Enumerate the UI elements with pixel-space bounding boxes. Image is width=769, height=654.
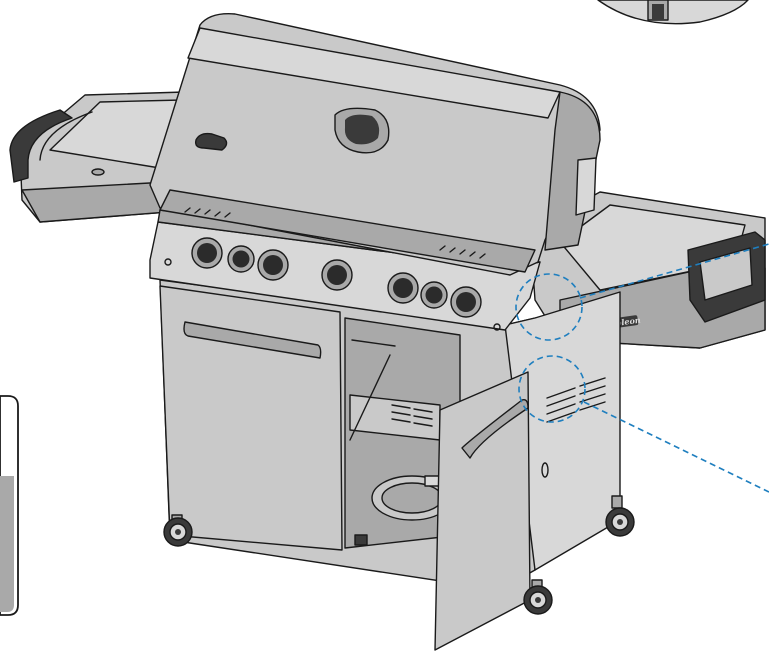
knob-7 xyxy=(450,286,482,318)
grill-lid xyxy=(149,13,601,276)
inset-detail-left xyxy=(0,395,19,616)
knob-2 xyxy=(227,245,255,273)
left-side-shelf xyxy=(9,91,186,223)
knob-6 xyxy=(420,281,448,309)
callout-upper xyxy=(515,243,769,341)
knob-1 xyxy=(191,237,223,269)
cart-body xyxy=(159,279,621,651)
caster-back-right xyxy=(605,495,635,537)
caster-back-left xyxy=(354,534,368,546)
caster-front-left xyxy=(163,514,193,547)
inset-detail-top-right xyxy=(597,0,749,25)
knob-3 xyxy=(257,249,289,281)
burner-knobs xyxy=(164,237,501,331)
callout-lower xyxy=(518,355,769,493)
caster-front-right xyxy=(523,579,553,615)
right-side-shelf: Napoleon xyxy=(529,191,766,349)
lid-vents xyxy=(184,207,486,259)
knob-5 xyxy=(387,272,419,304)
knob-4 xyxy=(321,259,353,291)
casters xyxy=(163,495,635,615)
